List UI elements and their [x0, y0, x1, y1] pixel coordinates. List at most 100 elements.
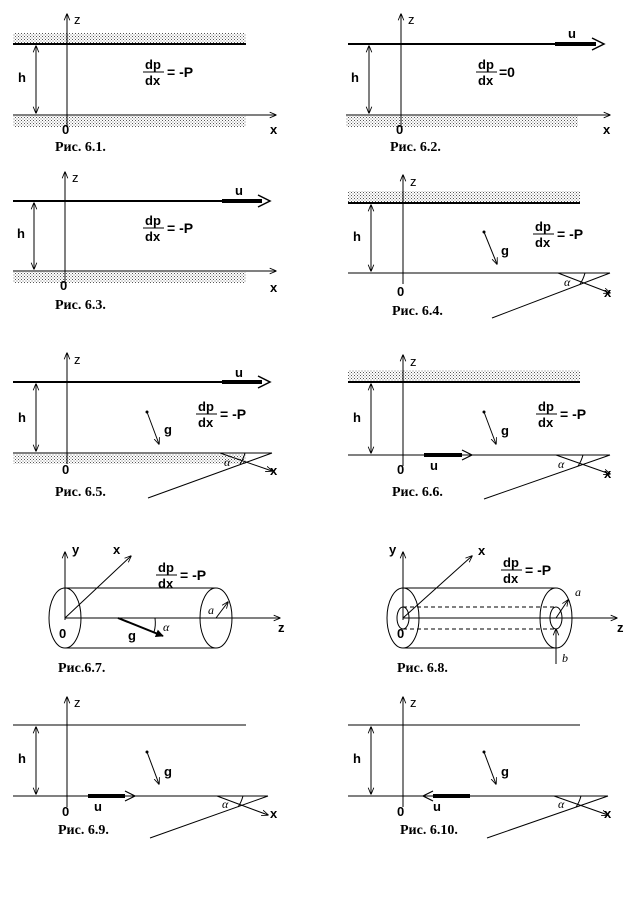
figure-6-3: u z h 0 x dp dx = -P Рис. 6.3. [13, 170, 278, 313]
dx-label: dx [198, 415, 214, 430]
velocity-arrowhead [461, 449, 474, 461]
caption: Рис. 6.4. [392, 304, 443, 319]
alpha-label: α [224, 455, 231, 469]
h-label: h [18, 751, 26, 766]
pressure-rhs: = -P [220, 406, 246, 422]
a-label: a [575, 585, 581, 599]
figure-6-6: u g α z h 0 x dp dx = -P Рис. 6.6. [348, 354, 612, 500]
angle-arc [579, 272, 586, 285]
top-wall-hatch [348, 370, 580, 381]
x-axis [557, 272, 610, 293]
x-label: x [604, 466, 612, 481]
a-label: a [208, 603, 214, 617]
z-label: z [410, 354, 417, 369]
top-wall-hatch [348, 191, 580, 202]
inclined-line [149, 795, 269, 839]
caption: Рис.6.7. [58, 661, 105, 676]
angle-arc [153, 617, 156, 633]
x-label: x [270, 280, 278, 295]
alpha-label: α [564, 275, 571, 289]
figure-6-4: g α z h 0 x dp dx = -P Рис. 6.4. [348, 174, 612, 319]
dp-label: dp [158, 560, 174, 575]
x-label: x [270, 122, 278, 137]
dp-label: dp [538, 399, 554, 414]
figure-6-10: u g α z h 0 x Рис. 6.10. [348, 695, 612, 839]
h-label: h [353, 751, 361, 766]
pressure-rhs: =0 [499, 64, 515, 80]
figure-6-2: u z h 0 x dp dx =0 Рис. 6.2. [346, 12, 611, 155]
figure-6-8: a b y x z 0 dp dx = -P Рис. 6.8. [386, 542, 624, 676]
x-label: x [270, 806, 278, 821]
origin-label: 0 [396, 122, 403, 137]
velocity-arrowhead [591, 37, 606, 51]
origin-label: 0 [397, 284, 404, 299]
figure-6-9: u g α z h 0 x Рис. 6.9. [13, 695, 278, 839]
angle-arc [577, 454, 584, 467]
figure-6-1: z h 0 x dp dx = -P Рис. 6.1. [13, 12, 278, 155]
gravity-vector [117, 617, 164, 638]
g-label: g [164, 764, 172, 779]
caption: Рис. 6.3. [55, 298, 106, 313]
g-label: g [501, 243, 509, 258]
u-label: u [235, 183, 243, 198]
u-label: u [430, 458, 438, 473]
u-label: u [568, 26, 576, 41]
x-label: x [604, 285, 612, 300]
g-label: g [128, 628, 136, 643]
y-label: y [389, 542, 397, 557]
origin-label: 0 [60, 278, 67, 293]
g-label: g [501, 423, 509, 438]
radius-a-arrow [555, 600, 568, 619]
dx-label: dx [158, 576, 174, 591]
origin-label: 0 [62, 804, 69, 819]
pressure-rhs: = -P [525, 562, 551, 578]
alpha-label: α [558, 797, 565, 811]
z-label: z [410, 174, 417, 189]
x-axis [555, 454, 610, 474]
velocity-arrowhead [421, 790, 434, 802]
z-label: z [410, 695, 417, 710]
top-wall-hatch [13, 33, 246, 44]
figure-6-5: u g α z h 0 x dp dx = -P Рис. 6.5. [13, 352, 278, 500]
x-axis [64, 556, 131, 619]
inclined-line [486, 795, 609, 839]
h-label: h [18, 410, 26, 425]
h-label: h [353, 410, 361, 425]
gravity-vector [483, 231, 497, 264]
caption: Рис. 6.8. [397, 661, 448, 676]
velocity-arrowhead [257, 375, 272, 389]
x-label: x [270, 463, 278, 478]
dx-label: dx [503, 571, 519, 586]
figure-6-7: α g a y x z 0 dp dx = -P Рис.6.7. [48, 542, 285, 676]
alpha-label: α [163, 620, 170, 634]
u-label: u [235, 365, 243, 380]
bottom-wall-hatch [13, 116, 246, 127]
caption: Рис. 6.2. [390, 140, 441, 155]
dx-label: dx [535, 235, 551, 250]
x-axis [553, 795, 608, 815]
dx-label: dx [145, 73, 161, 88]
dp-label: dp [535, 219, 551, 234]
dp-label: dp [503, 555, 519, 570]
origin-label: 0 [397, 462, 404, 477]
pressure-rhs: = -P [167, 64, 193, 80]
velocity-arrowhead [257, 194, 272, 208]
dp-label: dp [145, 213, 161, 228]
caption: Рис. 6.1. [55, 140, 106, 155]
u-label: u [433, 799, 441, 814]
gravity-vector [483, 411, 496, 444]
dp-label: dp [198, 399, 214, 414]
pressure-rhs: = -P [167, 220, 193, 236]
z-label: z [74, 352, 81, 367]
origin-label: 0 [62, 122, 69, 137]
z-label: z [72, 170, 79, 185]
inclined-line [483, 454, 611, 500]
g-label: g [164, 422, 172, 437]
bottom-wall-hatch [13, 272, 246, 283]
angle-arc [575, 795, 582, 808]
dx-label: dx [478, 73, 494, 88]
caption: Рис. 6.9. [58, 823, 109, 838]
pressure-rhs: = -P [557, 226, 583, 242]
h-label: h [17, 226, 25, 241]
